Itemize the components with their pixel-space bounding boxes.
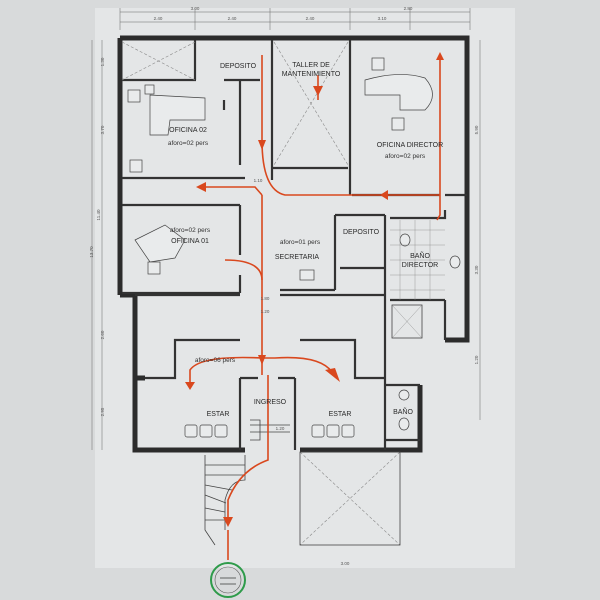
room-bano-director-line2: DIRECTOR [402,262,438,269]
room-secretaria: SECRETARIA [275,254,320,261]
room-labels: DEPOSITO TALLER DE MANTENIMIENTO OFICINA… [168,62,443,418]
dim-inner-2: 1.20 [261,309,270,314]
sofa-right-1 [311,424,325,438]
aforo-oficina01: aforo=02 pers [170,227,211,234]
chair-director-2 [391,117,405,131]
walls [117,35,470,453]
dim-right-0: 5.90 [474,125,479,134]
sofa-left-2 [199,424,213,438]
route-oficina01 [224,259,263,281]
dim-inner-0: 1.10 [254,178,263,183]
toilet-director [399,233,411,247]
right-dimension-line: 5.90 3.30 1.20 [474,40,481,420]
aforo-secretaria: aforo=01 pers [280,239,321,246]
chair-oficina02-1 [127,89,141,103]
dim-top-0: 3.00 [191,6,200,11]
room-estar-right: ESTAR [329,411,352,418]
desk-secretaria [299,269,315,281]
dim-left-3: 13.70 [89,246,94,258]
dim-top-5: 2.80 [404,6,413,11]
room-deposito-mid: DEPOSITO [343,229,380,236]
dim-bottom-0: 3.00 [341,561,350,566]
aforo-estar: aforo=06 pers [195,357,236,364]
route-director [436,58,441,221]
room-taller-line1: TALLER DE [292,62,330,69]
dim-left-0: 1.30 [100,57,105,66]
chair-oficina01 [147,261,161,275]
room-ingreso: INGRESO [254,399,287,406]
inner-dimensions: 1.10 1.80 1.20 1.20 3.00 [254,178,350,566]
toilet-bano [398,417,410,431]
route-estar-left [189,356,263,385]
route-estar-right [262,356,333,373]
furniture [127,57,461,438]
arrow-down-icon [313,86,323,96]
chair-oficina02-2 [144,84,155,95]
dim-top-1: 2.40 [154,16,163,21]
arrow-left-icon [196,182,206,192]
desk-director [364,74,433,111]
aforo-director: aforo=02 pers [385,153,426,160]
aforo-oficina02: aforo=02 pers [168,140,209,147]
dim-right-2: 1.20 [474,355,479,364]
diagonal-markings [121,41,401,546]
room-estar-left: ESTAR [207,411,230,418]
dim-left-4: 2.60 [100,330,105,339]
sink-bano [398,389,410,401]
chair-oficina02-3 [129,159,143,173]
dim-top-4: 3.10 [378,16,387,21]
desk-oficina01 [134,224,186,263]
dim-right-1: 3.30 [474,265,479,274]
arrow-down-icon [258,355,266,365]
staircase [204,419,290,546]
sofa-right-2 [326,424,340,438]
route-exit [227,375,269,522]
route-oficina02 [200,186,263,196]
dim-top-2: 2.40 [228,16,237,21]
chair-director-1 [371,57,385,71]
arrow-down-icon [223,517,233,527]
room-bano: BAÑO [393,407,413,416]
arrow-up-icon [436,52,444,60]
arrow-down-icon [185,382,195,390]
dim-top-3: 2.40 [306,16,315,21]
dim-left-5: 2.95 [100,407,105,416]
assembly-point-marker [210,562,246,598]
arrow-diag-icon [325,368,340,382]
room-taller-line2: MANTENIMIENTO [282,71,341,78]
route-corridor [261,139,440,196]
room-oficina02: OFICINA 02 [169,127,207,134]
sofa-right-3 [341,424,355,438]
room-oficina-director: OFICINA DIRECTOR [377,142,443,149]
route-arrows [185,52,444,527]
sofa-left-3 [214,424,228,438]
sofa-left-1 [184,424,198,438]
room-bano-director-line1: BAÑO [410,251,430,260]
dim-inner-3: 1.20 [276,426,285,431]
arrow-down-icon [258,140,266,150]
dim-left-1: 3.70 [100,125,105,134]
room-oficina01: OFICINA 01 [171,238,209,245]
room-deposito-top: DEPOSITO [220,63,257,70]
drawing-area [95,8,515,568]
top-dimension-line: 3.00 2.40 2.40 2.40 3.10 2.80 [119,6,471,30]
desk-oficina02 [149,94,206,136]
left-dimension-line: 1.30 3.70 11.40 13.70 2.60 2.95 [89,40,105,450]
bathroom-tiles [390,220,445,339]
sink-director [449,255,461,269]
dim-left-2: 11.40 [96,209,101,220]
arrow-left-icon [380,190,388,200]
dim-inner-1: 1.80 [261,296,270,301]
